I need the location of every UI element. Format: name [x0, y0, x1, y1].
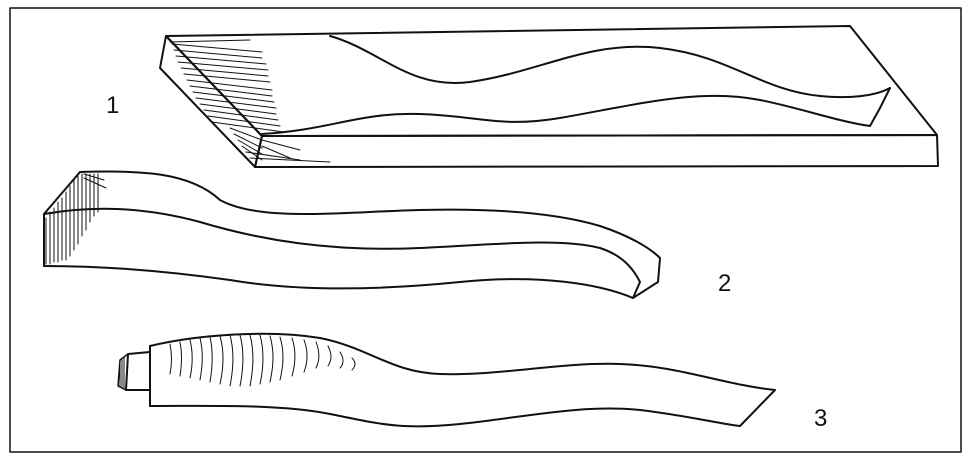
leg-carving-marks — [170, 335, 355, 386]
blank-middle-edge — [44, 209, 640, 298]
blank-bottom-edge — [44, 266, 633, 298]
cut-blank-drawing — [44, 171, 660, 298]
leg-tenon — [126, 352, 150, 390]
leg-top-edge — [150, 334, 775, 426]
blank-top-edge — [80, 171, 660, 298]
leg-tenon-shading — [120, 358, 124, 388]
step-label-3: 3 — [814, 407, 827, 431]
leg-bottom-edge — [150, 406, 740, 427]
step-label-1: 1 — [106, 94, 119, 118]
blank-end-grain — [46, 174, 106, 264]
step-label-2: 2 — [718, 272, 731, 296]
board-profile-top-line — [330, 36, 890, 97]
board-front-face — [255, 135, 938, 167]
figure-border — [10, 8, 961, 452]
finished-leg-drawing — [118, 334, 775, 427]
board-end-face — [160, 36, 262, 167]
board-drawing — [160, 26, 938, 167]
board-end-grain — [170, 40, 330, 162]
board-profile-bottom-line — [262, 96, 870, 134]
